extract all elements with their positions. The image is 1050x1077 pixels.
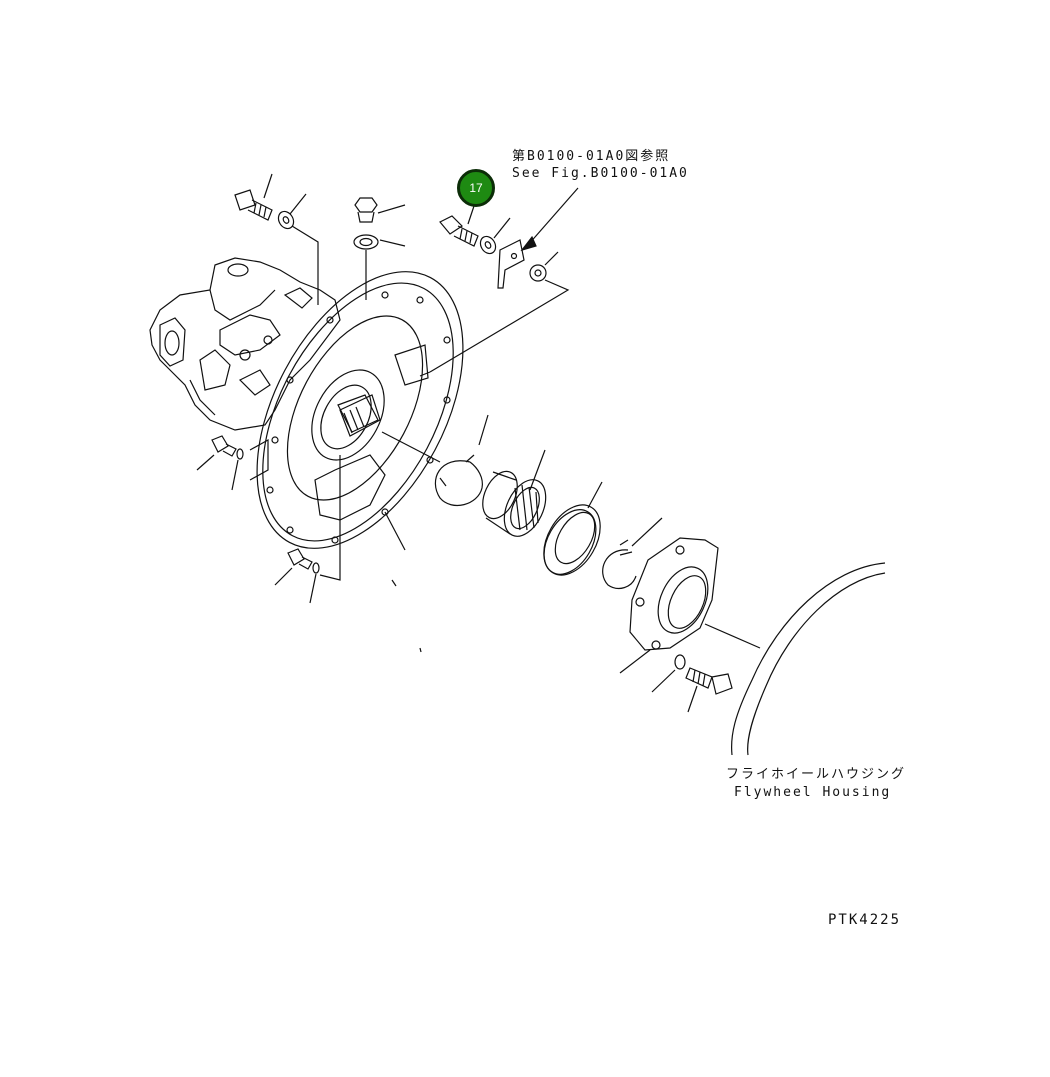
snap-ring-2	[602, 517, 663, 589]
nut	[419, 251, 570, 377]
bearing-housing	[629, 537, 761, 651]
housing-bolt	[619, 649, 733, 713]
bearing	[543, 481, 603, 576]
callout-number: 17	[469, 181, 483, 195]
snap-ring-1	[381, 414, 489, 507]
pump-body	[149, 257, 341, 431]
mounting-flange	[256, 271, 464, 549]
pump-shaft	[339, 394, 381, 437]
bolt-17	[439, 199, 511, 255]
flywheel-housing-label-jp: フライホイールハウジング	[726, 767, 907, 782]
flywheel-housing-outline	[730, 562, 886, 756]
plug-and-seal	[353, 197, 406, 300]
bolt-lower-left-1	[196, 435, 269, 491]
callout-17[interactable]: 17	[457, 169, 495, 207]
flange-pointers	[384, 511, 422, 653]
bracket-plate	[497, 187, 579, 289]
bolt-top-left	[234, 173, 319, 305]
flywheel-housing-label-en: Flywheel Housing	[734, 785, 892, 800]
reference-label-jp: 第B0100-01A0図参照	[512, 149, 671, 164]
spline-coupling	[482, 449, 547, 537]
reference-label-en: See Fig.B0100-01A0	[512, 166, 689, 181]
bolt-lower-left-2	[274, 455, 341, 604]
figure-code: PTK4225	[828, 912, 902, 928]
